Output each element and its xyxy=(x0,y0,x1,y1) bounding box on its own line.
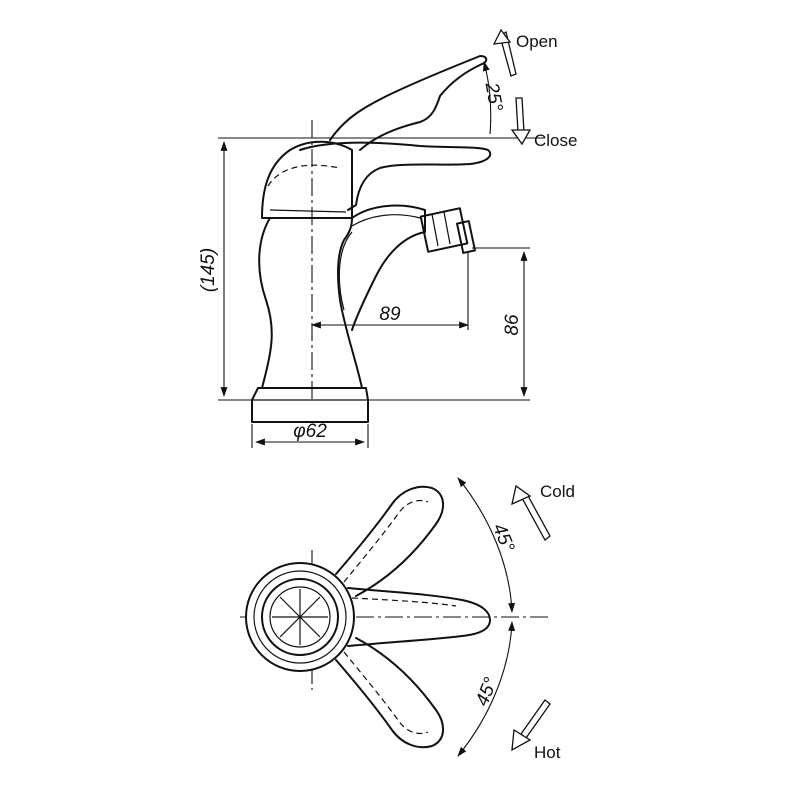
open-label: Open xyxy=(516,32,558,51)
open-arrow-icon xyxy=(492,28,512,45)
lever-hot-position xyxy=(335,637,444,749)
reach-dimension-text: 89 xyxy=(379,304,401,325)
hot-arrow-shaft xyxy=(520,699,551,739)
cartridge-inner-ring xyxy=(269,586,331,648)
base-dia-dimension-text: φ62 xyxy=(293,421,327,442)
aerator-tip xyxy=(456,220,476,254)
aerator-ring-1 xyxy=(431,213,439,247)
cap-hidden-line xyxy=(267,164,341,187)
spout xyxy=(351,204,426,331)
close-arrow-shaft xyxy=(515,97,525,133)
base-plate xyxy=(251,387,369,423)
close-arrow-icon xyxy=(510,129,532,146)
tilt-angle-arc xyxy=(482,61,492,135)
base-middle-ring xyxy=(253,570,347,664)
close-label: Close xyxy=(534,131,577,150)
lever-closed xyxy=(299,141,492,211)
hot-angle-text: 45° xyxy=(472,674,502,709)
hot-arrow-icon xyxy=(511,728,532,752)
spout-height-dimension-text: 86 xyxy=(502,314,523,336)
spout-inner-line xyxy=(351,214,421,227)
faucet-body xyxy=(258,217,363,389)
aerator-ring-2 xyxy=(443,211,451,245)
cap-seam xyxy=(269,209,347,213)
lever-open xyxy=(329,55,488,151)
lever-center-hidden xyxy=(351,597,457,607)
aerator xyxy=(419,207,469,253)
side-view: (145) 89 86 φ62 25° Open Close xyxy=(198,28,577,448)
cartridge-cap xyxy=(261,140,353,219)
cold-angle-arc xyxy=(457,477,516,613)
cold-angle-text: 45° xyxy=(488,521,518,556)
tilt-angle-text: 25° xyxy=(480,80,506,113)
cartridge-ring xyxy=(261,578,339,656)
lever-center-position xyxy=(347,587,491,647)
hot-angle-arc xyxy=(457,621,516,757)
body-inner-curve xyxy=(338,231,353,311)
lever-cold-position xyxy=(335,485,444,597)
top-view: 45° 45° Cold Hot xyxy=(240,477,575,762)
cold-label: Cold xyxy=(540,482,575,501)
lever-hot-hidden xyxy=(343,651,429,735)
hot-label: Hot xyxy=(534,743,561,762)
cold-arrow-icon xyxy=(511,484,532,506)
height-dimension-text: (145) xyxy=(198,248,219,292)
lever-cold-hidden xyxy=(343,499,429,583)
